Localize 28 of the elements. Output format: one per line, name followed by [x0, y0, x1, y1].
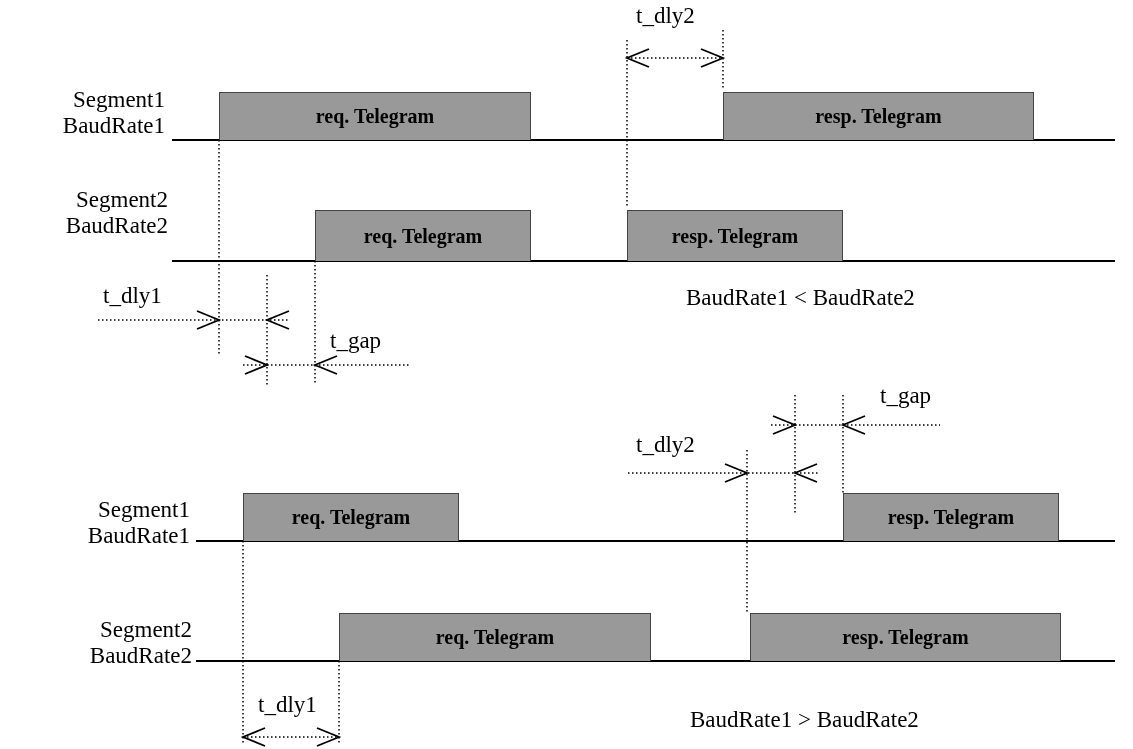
timing-label: t_dly2	[636, 3, 695, 30]
telegram-block	[219, 92, 531, 140]
telegram-block	[723, 92, 1034, 140]
telegram-label: req. Telegram	[315, 105, 435, 128]
telegram-block	[843, 493, 1059, 541]
telegram-block	[750, 613, 1061, 661]
timing-label: t_dly1	[103, 283, 162, 310]
segment-label: Segment1 BaudRate1	[62, 87, 165, 140]
condition-note: BaudRate1 < BaudRate2	[686, 285, 915, 312]
telegram-label: resp. Telegram	[815, 105, 942, 128]
segment-label: Segment1 BaudRate1	[87, 497, 190, 550]
timing-label: t_gap	[330, 328, 382, 355]
segment-label: Segment2 BaudRate2	[65, 187, 168, 240]
telegram-label: req. Telegram	[363, 224, 483, 248]
timing-label: t_dly1	[258, 692, 317, 719]
timing-label: t_gap	[880, 383, 932, 410]
telegram-label: req. Telegram	[291, 506, 411, 529]
telegram-label: resp. Telegram	[671, 224, 799, 248]
telegram-block	[315, 210, 531, 261]
telegram-label: resp. Telegram	[842, 626, 969, 649]
telegram-label: resp. Telegram	[887, 506, 1015, 529]
condition-note: BaudRate1 > BaudRate2	[690, 707, 919, 734]
timing-label: t_dly2	[636, 432, 695, 459]
telegram-block	[627, 210, 843, 261]
segment-label: Segment2 BaudRate2	[89, 617, 192, 670]
telegram-block	[243, 493, 459, 541]
telegram-block	[339, 613, 651, 661]
telegram-label: req. Telegram	[435, 626, 555, 649]
